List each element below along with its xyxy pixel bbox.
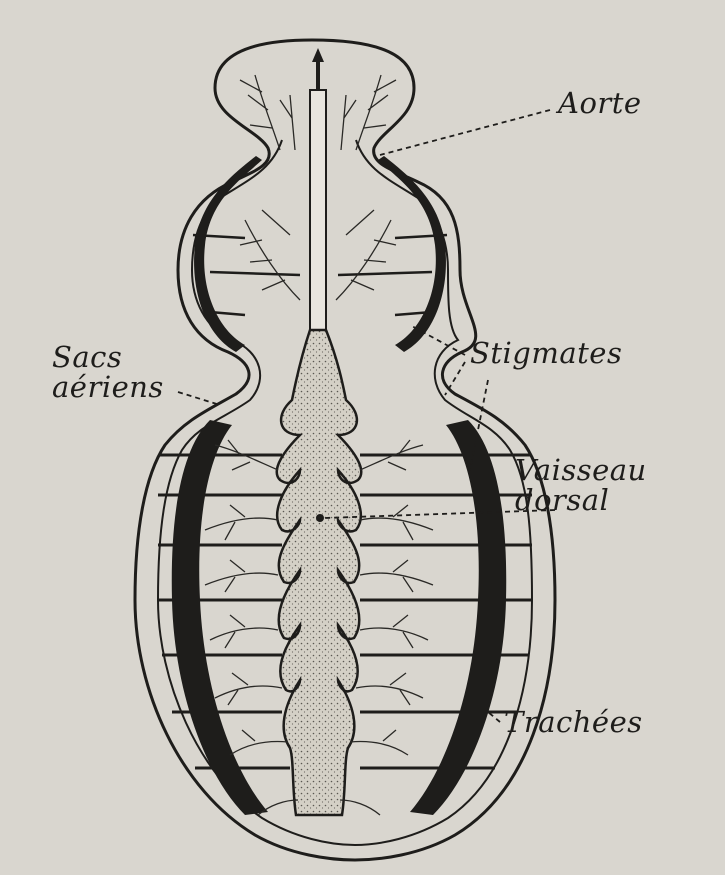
- label-vaisseau-dorsal: Vaisseau dorsal: [515, 455, 647, 515]
- label-sacs-aeriens: Sacs aériens: [52, 342, 164, 402]
- label-vaisseau-line1: Vaisseau: [515, 455, 647, 485]
- label-vaisseau-line2: dorsal: [515, 485, 647, 515]
- sacs-leader: [178, 392, 220, 405]
- label-trachees: Trachées: [504, 707, 643, 737]
- dorsal-vessel-pointer-dot: [316, 514, 324, 522]
- dorsal-vessel: [277, 330, 361, 815]
- label-sacs-line2: aériens: [52, 372, 164, 402]
- label-aorte: Aorte: [558, 88, 642, 118]
- air-sac-right-lower: [410, 420, 506, 815]
- label-sacs-line1: Sacs: [52, 342, 164, 372]
- air-sac-right-upper: [378, 156, 446, 352]
- label-stigmates: Stigmates: [470, 338, 622, 368]
- air-sac-left-upper: [194, 156, 262, 352]
- aorta-arrow: [312, 48, 324, 90]
- aorte-leader: [380, 110, 550, 155]
- aorta-vessel: [310, 90, 326, 330]
- air-sac-left-lower: [172, 420, 268, 815]
